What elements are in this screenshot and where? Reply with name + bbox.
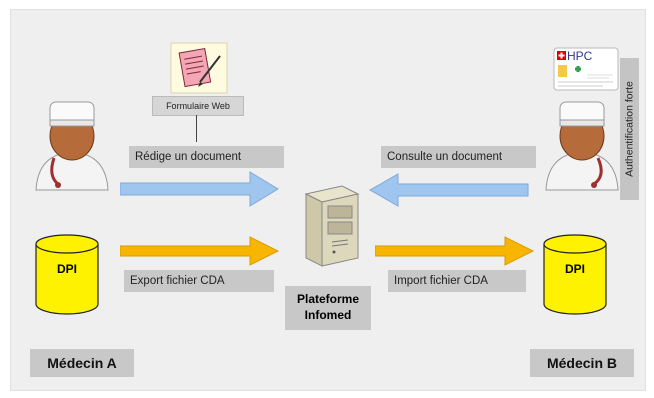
auth-label: Authentification forte <box>623 81 635 177</box>
hpc-card-icon <box>553 47 619 91</box>
write-document-label: Rédige un document <box>129 146 284 168</box>
dpi-a-label: DPI <box>56 262 77 276</box>
platform-label-line2: Infomed <box>304 308 352 322</box>
import-cda-label: Import fichier CDA <box>388 270 526 292</box>
yellow-arrow-import <box>375 236 535 266</box>
read-document-label: Consulte un document <box>381 146 536 168</box>
platform-label-box: Plateforme Infomed <box>285 286 371 330</box>
dpi-b-label: DPI <box>564 262 585 276</box>
blue-arrow-right <box>120 171 279 207</box>
hpc-card-label: HPC <box>567 49 593 63</box>
dpi-database-a-icon <box>35 234 99 315</box>
form-label-box: Formulaire Web <box>152 96 244 116</box>
server-icon <box>304 185 360 267</box>
form-label: Formulaire Web <box>166 101 230 111</box>
yellow-arrow-export <box>120 236 280 266</box>
doctor-b-icon <box>545 101 619 191</box>
doctor-b-label: Médecin B <box>530 349 634 377</box>
form-document-icon <box>170 42 228 94</box>
doctor-a-icon <box>35 101 109 191</box>
doctor-a-label: Médecin A <box>30 349 134 377</box>
dpi-database-b-icon <box>543 234 607 315</box>
auth-label-box: Authentification forte <box>620 58 639 200</box>
blue-arrow-left <box>368 173 529 207</box>
export-cda-label: Export fichier CDA <box>124 270 274 292</box>
platform-label-line1: Plateforme <box>296 292 360 306</box>
form-connector-line <box>196 115 197 142</box>
